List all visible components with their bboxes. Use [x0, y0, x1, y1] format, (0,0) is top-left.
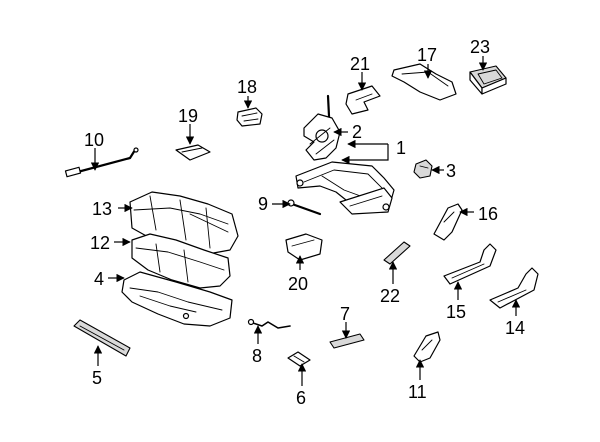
callout-10: 10	[84, 130, 104, 150]
callout-22: 22	[380, 286, 400, 306]
part-22-slat	[383, 241, 411, 265]
callout-6: 6	[296, 388, 306, 408]
part-3-knob	[413, 159, 433, 179]
callout-13: 13	[92, 199, 112, 219]
callout-18: 18	[237, 77, 257, 97]
part-6-clip	[287, 351, 311, 367]
callout-20: 20	[288, 274, 308, 294]
callout-labels: 10 19 18 21 17 23 2 1 3 9 13 12 4 5 20 8…	[84, 37, 525, 408]
callout-9: 9	[258, 194, 268, 214]
part-15-side-trim	[443, 243, 497, 285]
part-2-recliner	[303, 94, 341, 161]
callout-2: 2	[352, 122, 362, 142]
callout-3: 3	[446, 161, 456, 181]
part-14-side-trim	[489, 267, 539, 309]
part-1-seat-frame	[295, 161, 395, 215]
callout-12: 12	[90, 233, 110, 253]
part-20-cover	[285, 233, 323, 261]
callout-4: 4	[94, 269, 104, 289]
part-7-bar	[329, 333, 365, 349]
callout-23: 23	[470, 37, 490, 57]
callout-14: 14	[505, 318, 525, 338]
part-17-plate	[391, 63, 457, 101]
leader-lines	[90, 56, 521, 386]
part-16-bracket	[433, 203, 463, 241]
callout-15: 15	[446, 302, 466, 322]
callout-11: 11	[408, 382, 427, 402]
callout-19: 19	[178, 106, 198, 126]
part-23-block	[469, 65, 507, 95]
part-12-seat-cushion	[131, 233, 231, 289]
callout-16: 16	[478, 204, 498, 224]
part-5-strip	[73, 319, 131, 357]
part-9-pin	[287, 199, 322, 216]
part-19-pad	[175, 144, 211, 161]
callout-8: 8	[252, 346, 262, 366]
part-4-seat-pan	[121, 271, 233, 327]
callout-17: 17	[417, 45, 437, 65]
callout-21: 21	[350, 54, 370, 74]
part-10-cable	[64, 147, 139, 178]
callout-5: 5	[92, 368, 102, 388]
part-18-clip	[236, 107, 263, 127]
callout-1: 1	[396, 138, 406, 158]
part-11-bracket	[413, 331, 441, 363]
part-21-bracket	[345, 85, 381, 115]
callout-7: 7	[340, 304, 350, 324]
part-8-wire-clip	[247, 318, 291, 329]
